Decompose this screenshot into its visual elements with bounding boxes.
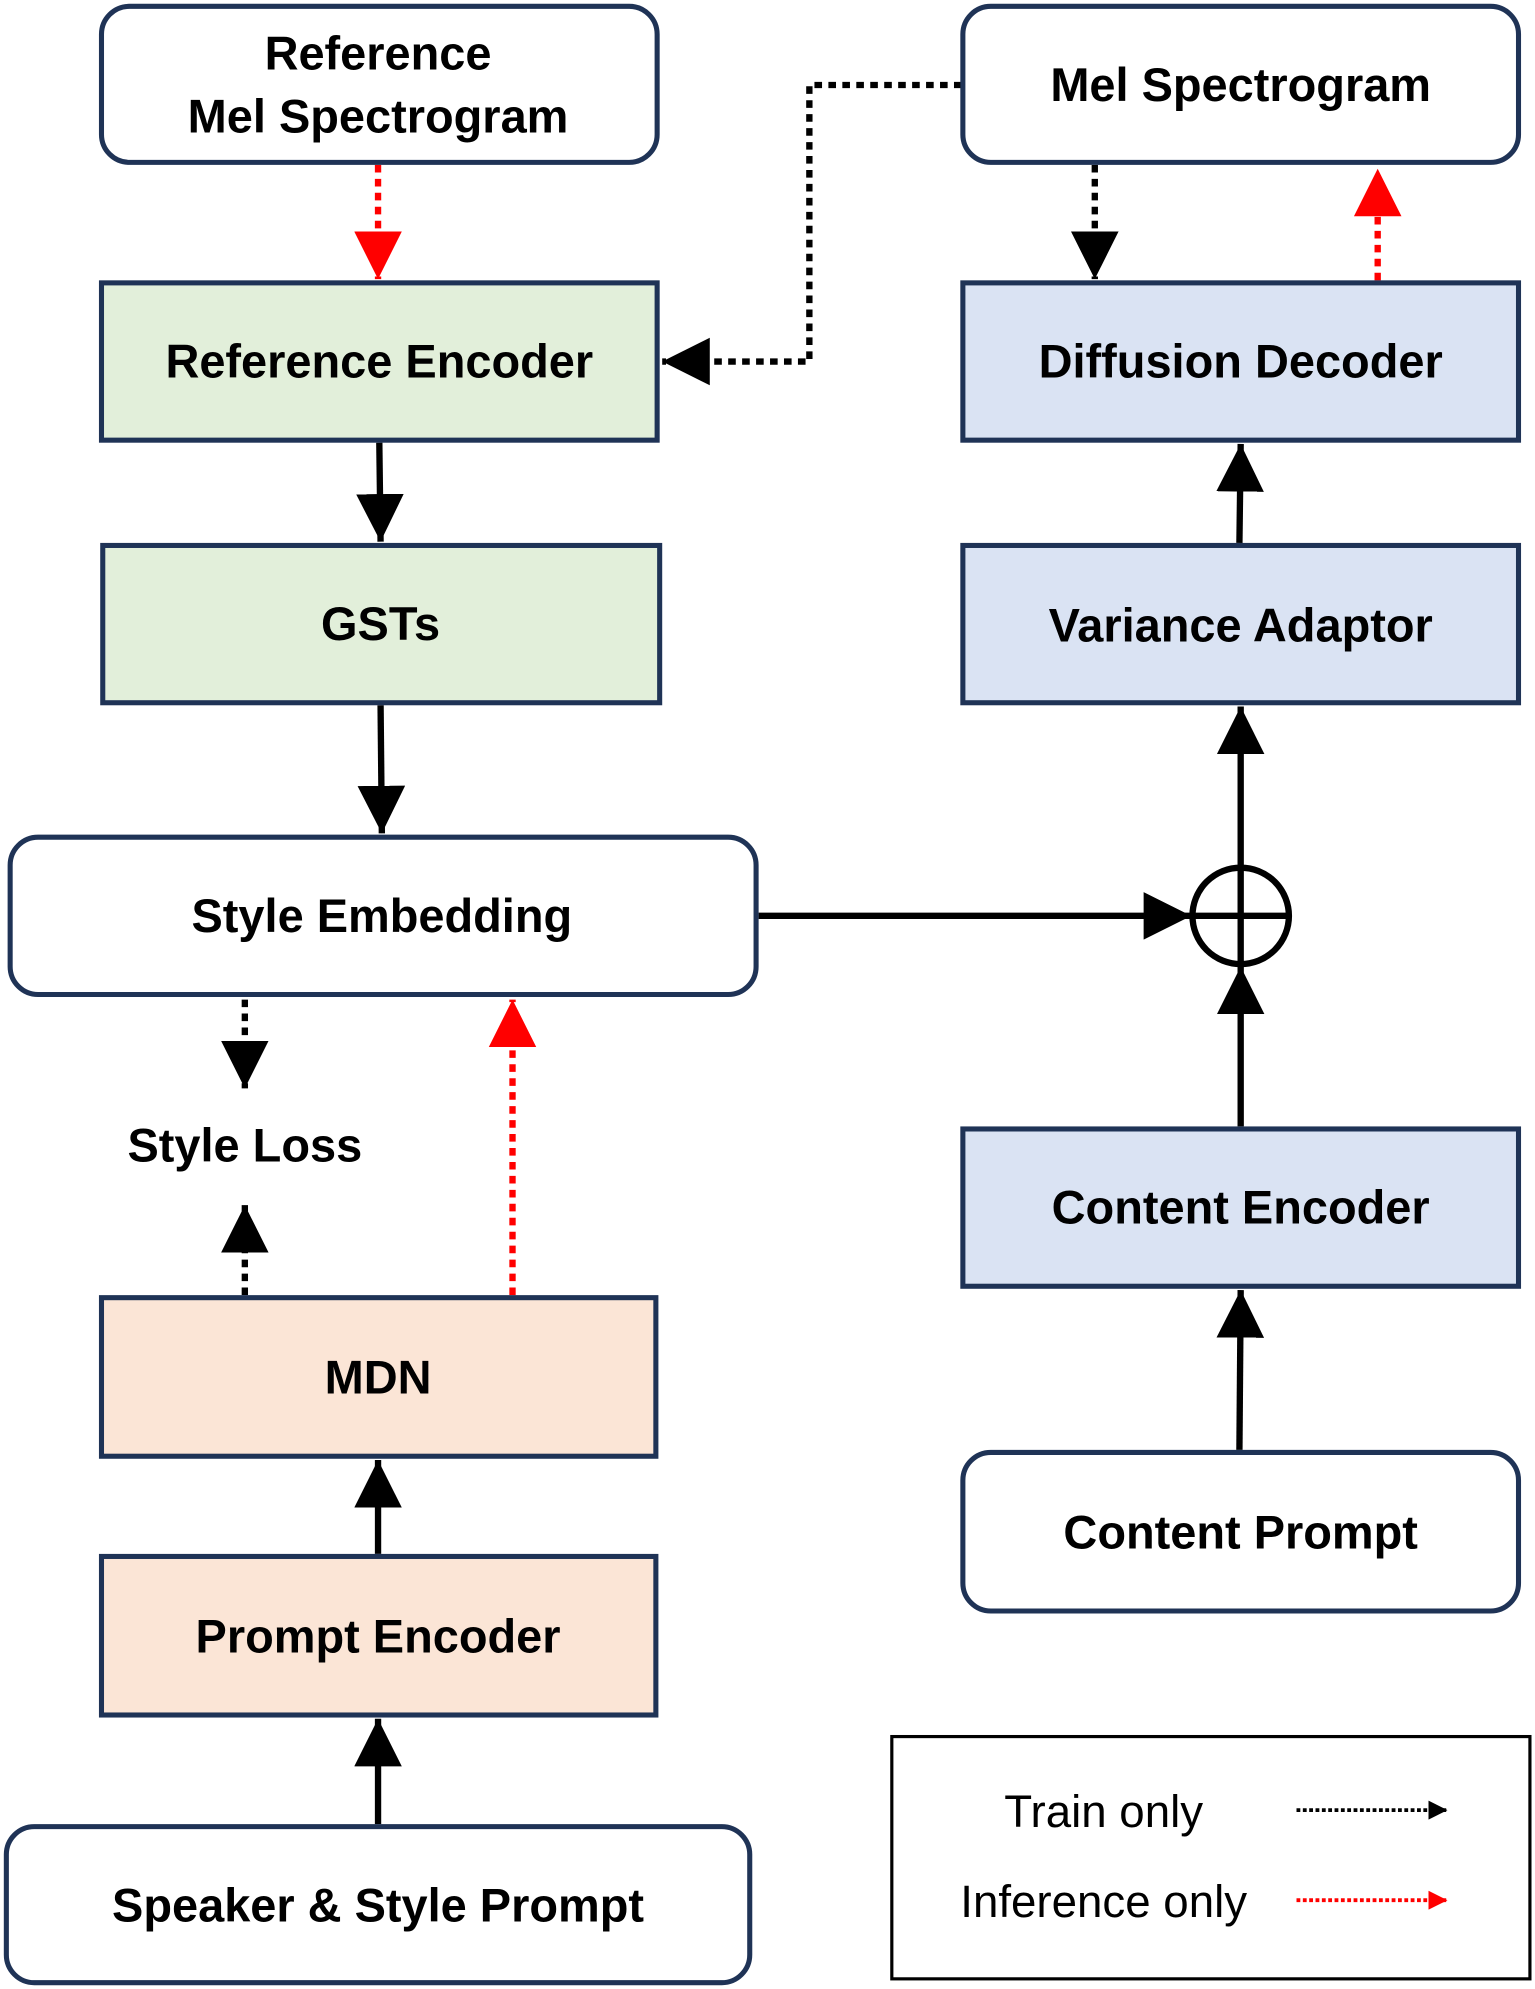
- mdn-label: MDN: [325, 1352, 432, 1404]
- sum-node: [1189, 864, 1293, 968]
- variance-adaptor-label: Variance Adaptor: [1049, 599, 1433, 651]
- legend-box: [890, 1734, 1532, 1981]
- prompt-encoder-label: Prompt Encoder: [196, 1610, 561, 1662]
- content-encoder-label: Content Encoder: [1052, 1182, 1430, 1234]
- edge-mel-to-refencoder: [662, 81, 962, 386]
- node-style-embedding: Style Embedding: [7, 834, 759, 998]
- node-mel-spectrogram: Mel Spectrogram: [960, 3, 1522, 165]
- gsts-label: GSTs: [321, 598, 440, 650]
- node-reference-mel: Reference Mel Spectrogram: [98, 3, 660, 165]
- edge-refencoder-to-gsts: [356, 442, 404, 542]
- node-variance-adaptor: Variance Adaptor: [960, 542, 1522, 706]
- node-speaker-style-prompt: Speaker & Style Prompt: [3, 1824, 753, 1986]
- style-embedding-label: Style Embedding: [192, 890, 573, 942]
- node-mdn: MDN: [98, 1295, 659, 1459]
- edge-gsts-to-styleemb: [357, 705, 406, 834]
- node-gsts: GSTs: [100, 542, 663, 706]
- node-reference-encoder: Reference Encoder: [98, 280, 660, 443]
- reference-mel-label-line1: Reference: [265, 27, 492, 79]
- node-content-prompt: Content Prompt: [960, 1449, 1522, 1614]
- edges: [221, 81, 1402, 1825]
- legend-train-label: Train only: [1004, 1786, 1203, 1837]
- speaker-style-prompt-label: Speaker & Style Prompt: [112, 1879, 644, 1931]
- style-loss-label: Style Loss: [127, 1119, 362, 1171]
- edge-variance-to-diffusion: [1216, 443, 1264, 543]
- node-diffusion-decoder: Diffusion Decoder: [960, 280, 1522, 443]
- edge-contentprompt-to-contentenc: [1216, 1290, 1265, 1450]
- reference-encoder-label: Reference Encoder: [165, 336, 593, 388]
- mel-spectrogram-label: Mel Spectrogram: [1050, 59, 1431, 111]
- node-prompt-encoder: Prompt Encoder: [98, 1553, 659, 1718]
- diffusion-decoder-label: Diffusion Decoder: [1039, 336, 1443, 388]
- content-prompt-label: Content Prompt: [1063, 1506, 1418, 1558]
- legend-inference-label: Inference only: [960, 1876, 1247, 1927]
- node-content-encoder: Content Encoder: [960, 1126, 1522, 1289]
- reference-mel-label-line2: Mel Spectrogram: [188, 91, 569, 143]
- legend: Train only Inference only: [890, 1734, 1532, 1981]
